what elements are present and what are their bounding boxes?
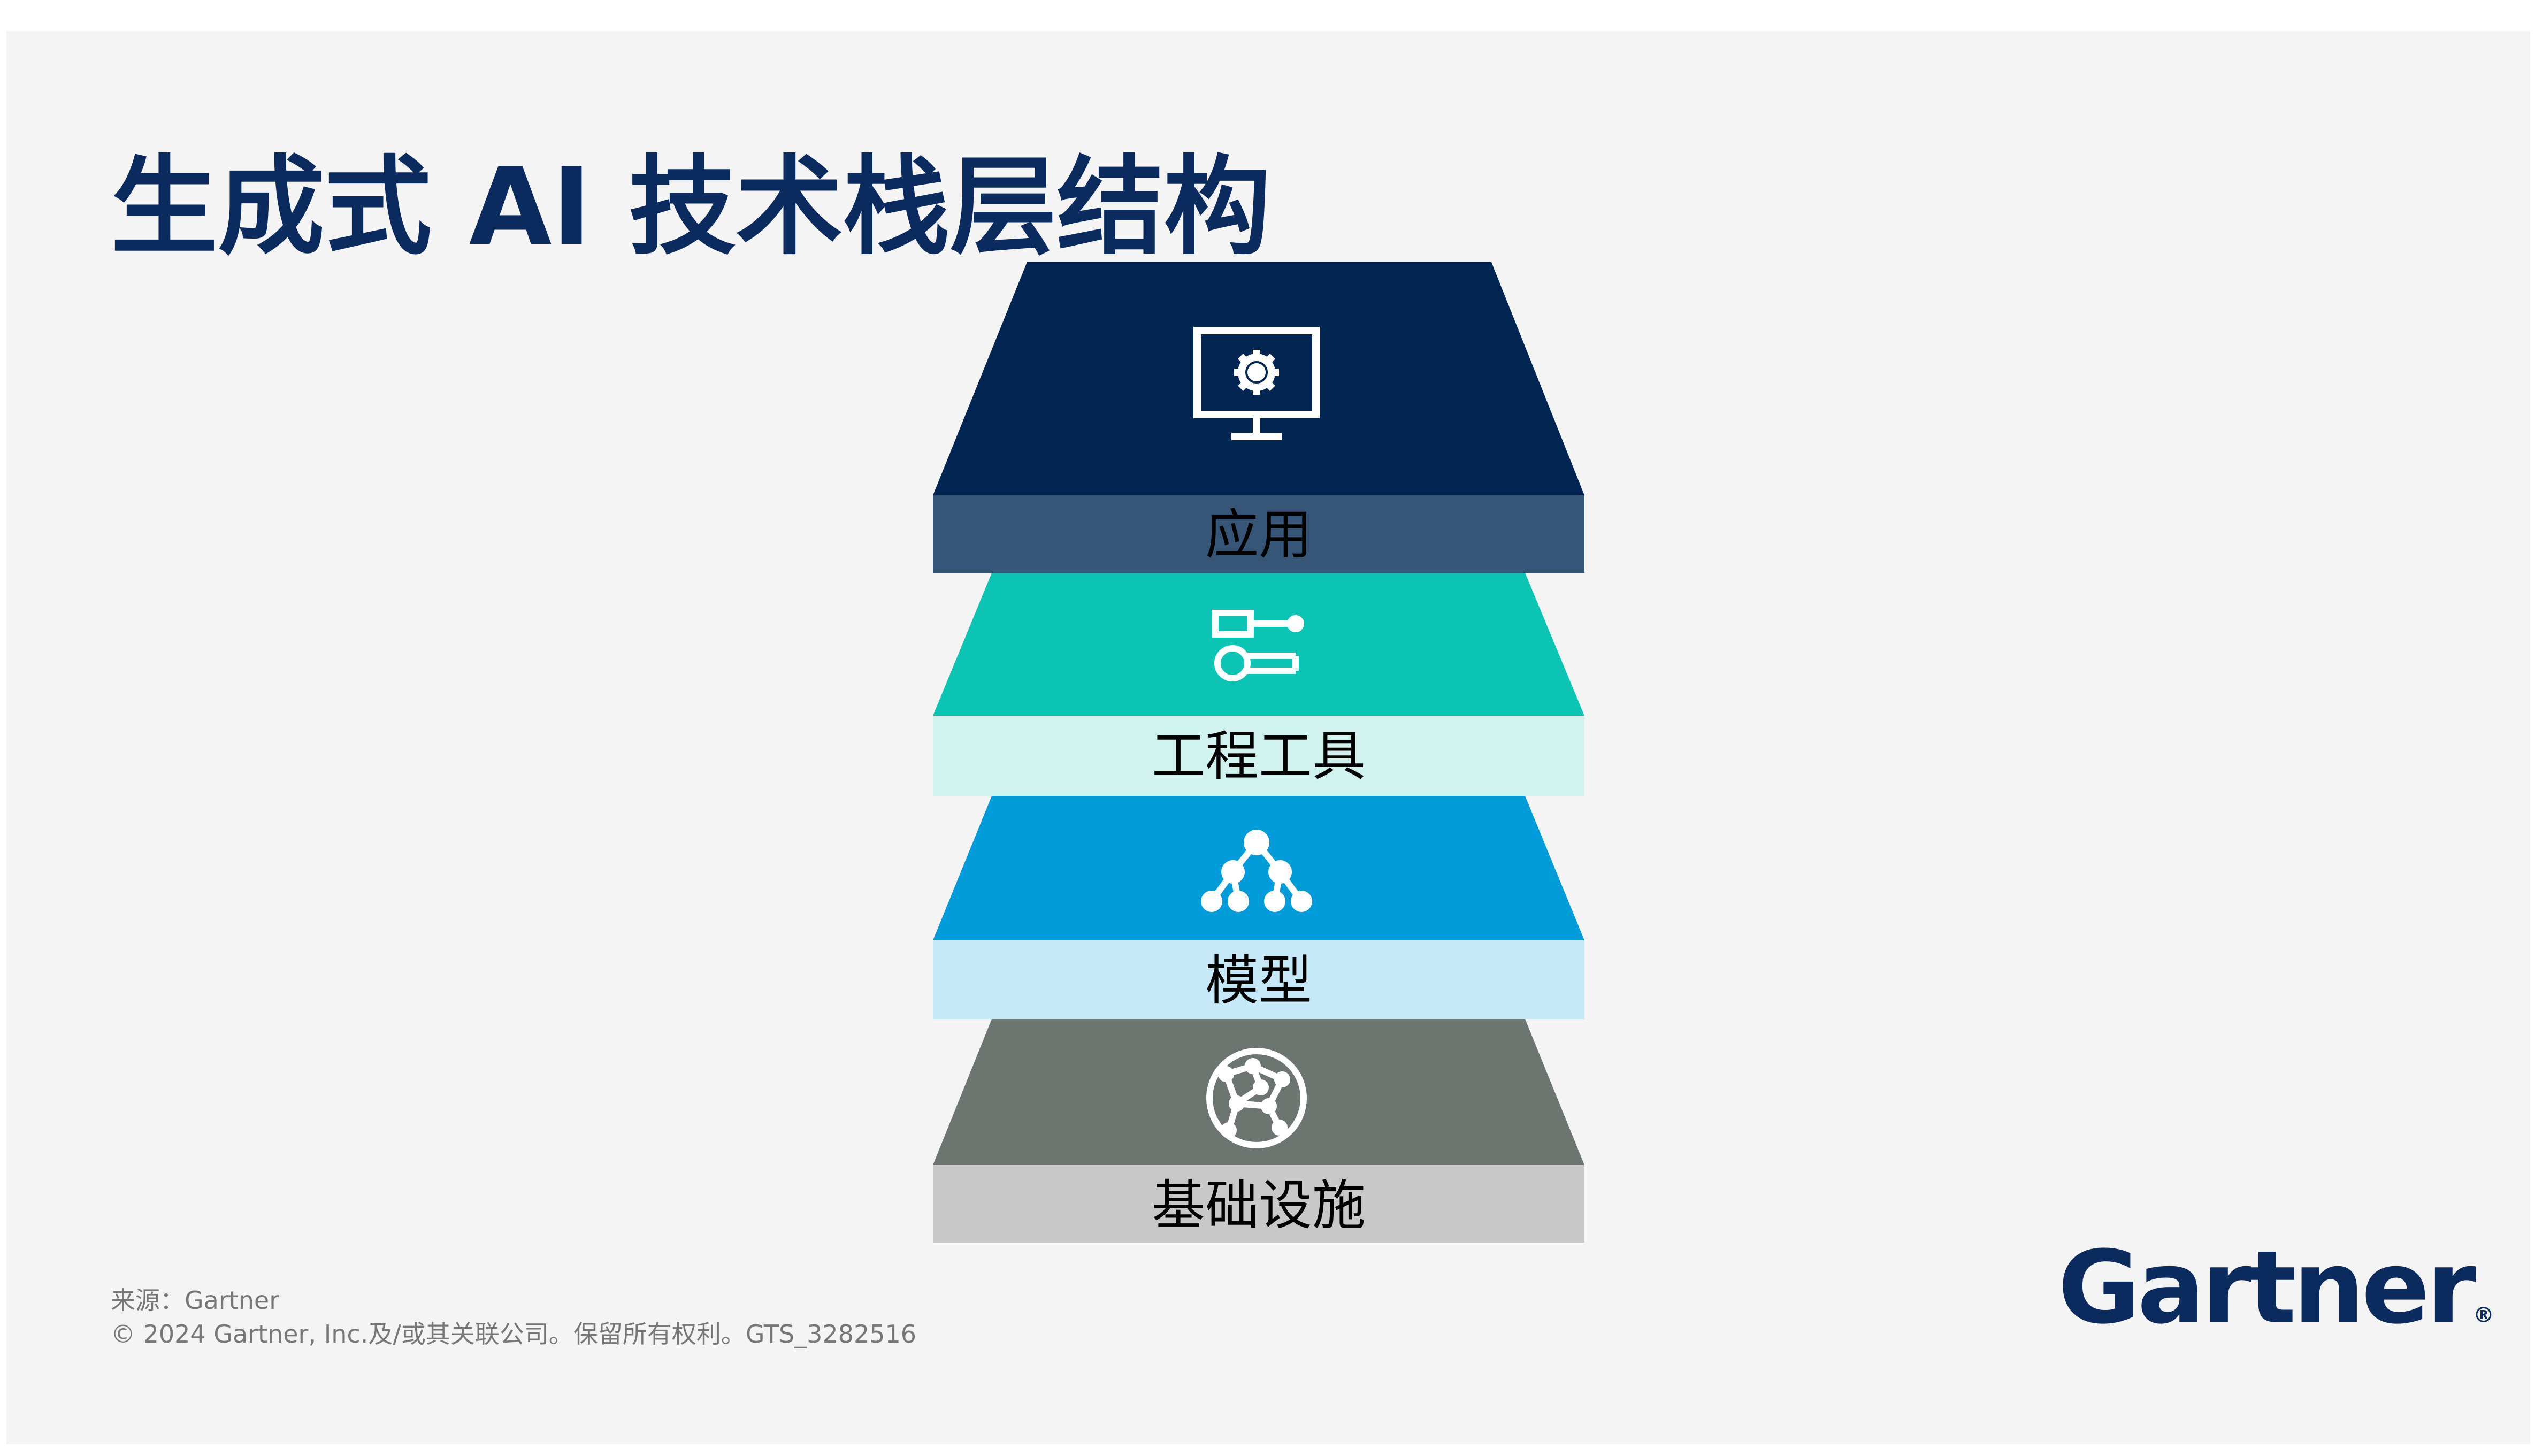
slide: 生成式 AI 技术栈层结构 应用	[6, 31, 2530, 1444]
engineering-tools-icon	[1212, 610, 1304, 681]
layer-application-band	[933, 495, 1584, 573]
layer-application-label: 应用	[1205, 503, 1312, 566]
source-note: 来源：Gartner	[111, 1286, 280, 1315]
stack-diagram: 应用 工程工具	[933, 262, 1584, 1243]
layer-model-band	[933, 940, 1584, 1019]
hierarchy-model-icon	[1201, 830, 1312, 912]
layer-model-top	[933, 796, 1584, 940]
layer-engineering-tools-top	[933, 573, 1584, 716]
slide-title: 生成式 AI 技术栈层结构	[111, 145, 1271, 270]
layer-engineering-tools-label: 工程工具	[1152, 725, 1366, 787]
layer-engineering-tools: 工程工具	[933, 573, 1584, 796]
gartner-logo: Gartner®	[2058, 1229, 2494, 1347]
layer-application: 应用	[933, 262, 1584, 573]
layer-infrastructure-band	[933, 1165, 1584, 1243]
copyright-note: © 2024 Gartner, Inc.及/或其关联公司。保留所有权利。GTS_…	[111, 1320, 917, 1348]
network-globe-icon	[1206, 1048, 1307, 1148]
layer-engineering-tools-band	[933, 716, 1584, 796]
layer-infrastructure-label: 基础设施	[1152, 1174, 1366, 1237]
logo-registered-mark: ®	[2472, 1303, 2494, 1328]
monitor-gear-icon	[1193, 327, 1320, 440]
layer-model: 模型	[933, 796, 1584, 1019]
logo-text: Gartner	[2058, 1229, 2476, 1346]
layer-infrastructure: 基础设施	[933, 1019, 1584, 1243]
layer-model-label: 模型	[1205, 949, 1312, 1012]
